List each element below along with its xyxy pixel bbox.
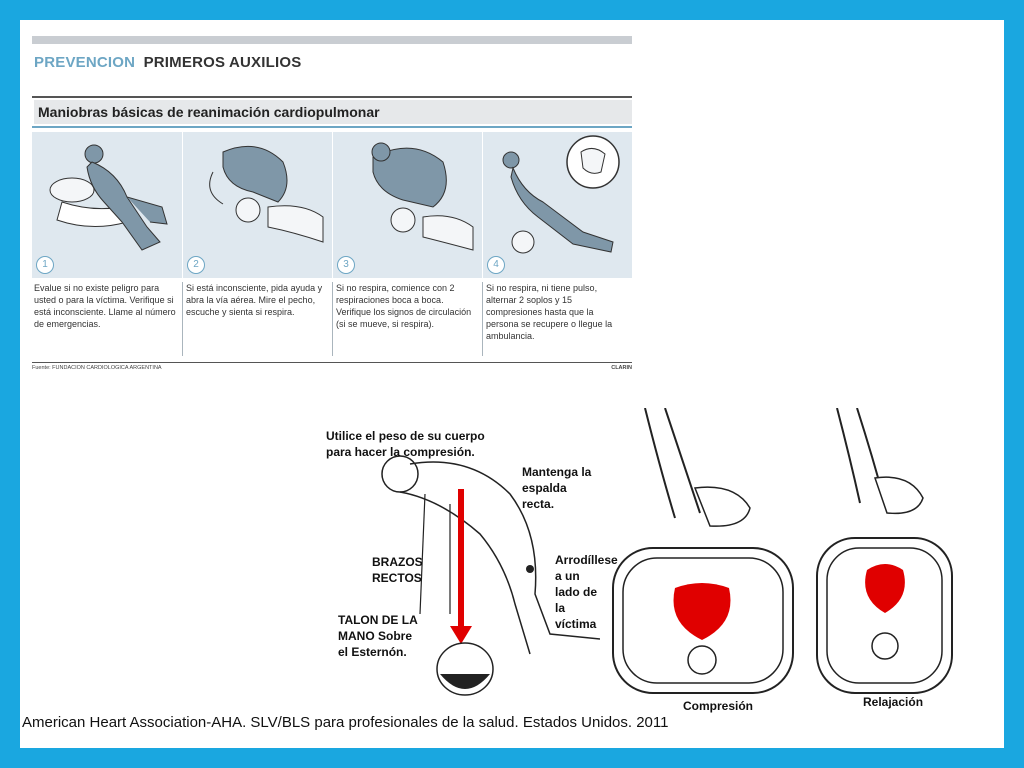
- header-kicker: PREVENCION: [34, 54, 136, 71]
- infographic-header: PREVENCION PRIMEROS AUXILIOS: [34, 54, 301, 71]
- step-number: 4: [487, 256, 505, 274]
- step-number: 3: [337, 256, 355, 274]
- infographic-subtitle: Maniobras básicas de reanimación cardiop…: [34, 100, 632, 124]
- cpr-posture-illustration: Utilice el peso de su cuerpo para hacer …: [300, 404, 618, 704]
- credit-line: CLARIN: [611, 365, 632, 371]
- header-title: PRIMEROS AUXILIOS: [143, 54, 302, 71]
- step-4-caption: Si no respira, ni tiene pulso, alternar …: [486, 283, 613, 341]
- step-2-illustration: 2: [183, 132, 330, 278]
- step-captions: Evalue si no existe peligro para usted o…: [32, 282, 632, 356]
- step-3-caption: Si no respira, comience con 2 respiracio…: [336, 283, 472, 329]
- caption-divider: [482, 282, 483, 356]
- step-3-illustration: 3: [333, 132, 480, 278]
- source-line: Fuente: FUNDACION CARDIOLOGICA ARGENTINA: [32, 365, 162, 371]
- caption-divider: [182, 282, 183, 356]
- note-kneel: Arrodíllese a un lado de la víctima: [555, 553, 618, 631]
- label-relaxation: Relajación: [863, 695, 924, 709]
- label-compression: Compresión: [683, 699, 754, 713]
- step-4-illustration: 4: [483, 132, 630, 278]
- note-straight-back: Mantenga la espalda recta.: [522, 465, 592, 511]
- top-bar: [32, 36, 632, 44]
- step-number: 2: [187, 256, 205, 274]
- step-1-illustration: 1: [32, 132, 179, 278]
- divider: [32, 362, 632, 363]
- step-2-caption: Si está inconsciente, pida ayuda y abra …: [186, 283, 323, 317]
- step-number: 1: [36, 256, 54, 274]
- first-aid-infographic: PREVENCION PRIMEROS AUXILIOS Maniobras b…: [32, 36, 632, 376]
- step-illustrations: 1 2 3: [32, 132, 632, 278]
- note-straight-arms: BRAZOS RECTOS: [372, 555, 423, 585]
- step-1-caption: Evalue si no existe peligro para usted o…: [34, 283, 176, 329]
- slide: PREVENCION PRIMEROS AUXILIOS Maniobras b…: [20, 20, 1004, 748]
- divider: [32, 96, 632, 98]
- panel-divider: [482, 132, 483, 278]
- caption-divider: [332, 282, 333, 356]
- panel-divider: [182, 132, 183, 278]
- heart-compression-diagrams: Compresión Relajación: [605, 408, 995, 713]
- panel-divider: [332, 132, 333, 278]
- note-body-weight: Utilice el peso de su cuerpo para hacer …: [326, 429, 485, 459]
- citation: American Heart Association-AHA. SLV/BLS …: [22, 714, 669, 731]
- divider: [32, 126, 632, 128]
- note-heel-of-hand: TALON DE LA MANO Sobre el Esternón.: [338, 613, 418, 659]
